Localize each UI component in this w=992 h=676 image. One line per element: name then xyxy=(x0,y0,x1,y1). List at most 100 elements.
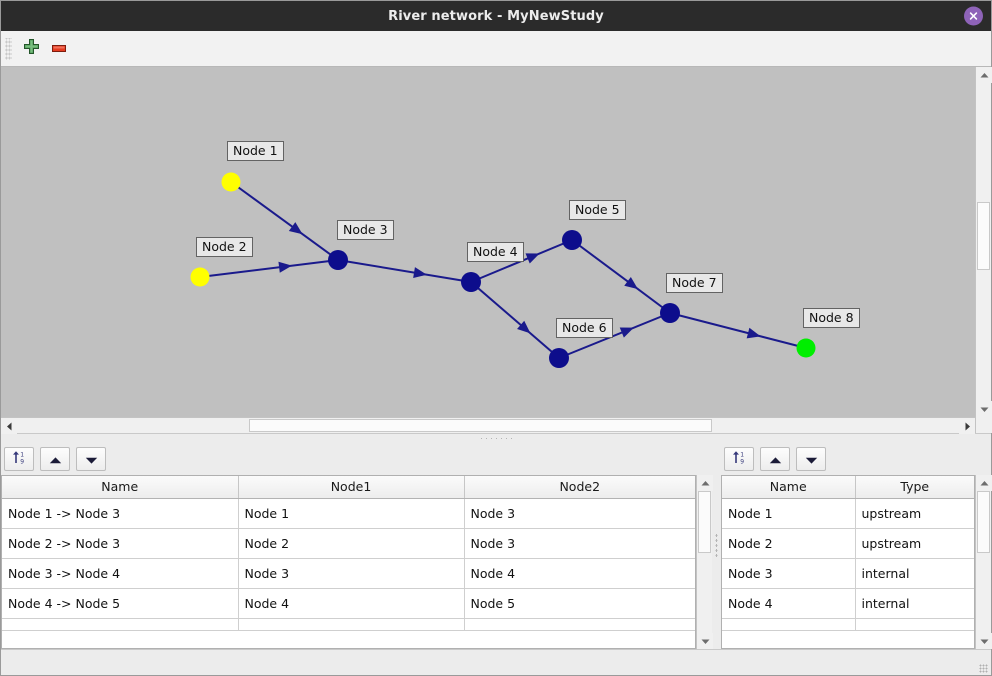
river-network-graph[interactable]: Node 1 Node 2 Node 3 Node 4 Node 5 Node 6 Node… xyxy=(1,67,975,417)
remove-node-button[interactable] xyxy=(45,35,73,63)
scroll-right-icon[interactable] xyxy=(959,418,975,434)
cell-name[interactable]: Node 4 xyxy=(722,588,856,619)
cell-type[interactable]: internal xyxy=(855,558,974,589)
graph-node-label-node-3[interactable]: Node 3 xyxy=(337,220,394,240)
cell-name[interactable]: Node 3 xyxy=(722,558,856,589)
horizontal-splitter[interactable] xyxy=(1,433,991,443)
branch-vscroll-thumb[interactable] xyxy=(698,491,711,553)
node-move-down-button[interactable] xyxy=(796,447,826,471)
scroll-up-icon[interactable] xyxy=(976,475,992,491)
cell-name[interactable]: Node 1 xyxy=(722,498,856,529)
cell-node2[interactable]: Node 3 xyxy=(464,528,695,559)
close-icon[interactable] xyxy=(964,6,983,26)
branch-column-header-node2[interactable]: Node2 xyxy=(464,476,695,499)
graph-vscroll-track[interactable] xyxy=(976,83,991,401)
node-vscroll-thumb[interactable] xyxy=(977,491,990,553)
cell-type[interactable]: upstream xyxy=(855,498,974,529)
cell-node1[interactable]: Node 2 xyxy=(238,528,465,559)
cell-type[interactable]: internal xyxy=(855,588,974,619)
graph-node-label-node-7[interactable]: Node 7 xyxy=(666,273,723,293)
node-move-up-button[interactable] xyxy=(760,447,790,471)
cell-empty[interactable] xyxy=(464,618,695,631)
cell-node2[interactable]: Node 4 xyxy=(464,558,695,589)
table-row-partial[interactable] xyxy=(2,618,695,631)
graph-hscroll-thumb[interactable] xyxy=(249,419,712,432)
scroll-up-icon[interactable] xyxy=(697,475,713,491)
graph-edge[interactable] xyxy=(558,312,671,359)
cell-name[interactable]: Node 1 -> Node 3 xyxy=(2,498,239,529)
graph-node-label-node-6[interactable]: Node 6 xyxy=(556,318,613,338)
cell-node1[interactable]: Node 3 xyxy=(238,558,465,589)
graph-node-label-node-4[interactable]: Node 4 xyxy=(467,242,524,262)
graph-node-label-node-8[interactable]: Node 8 xyxy=(803,308,860,328)
graph-node-label-node-5[interactable]: Node 5 xyxy=(569,200,626,220)
branch-move-up-button[interactable] xyxy=(40,447,70,471)
cell-type[interactable]: upstream xyxy=(855,528,974,559)
graph-node-node-2[interactable] xyxy=(190,267,210,287)
graph-edge[interactable] xyxy=(470,281,560,359)
graph-node-node-4[interactable] xyxy=(461,272,481,292)
cell-empty[interactable] xyxy=(722,618,856,631)
branch-column-header-node1[interactable]: Node1 xyxy=(238,476,465,499)
branch-move-down-button[interactable] xyxy=(76,447,106,471)
graph-edge[interactable] xyxy=(230,181,339,261)
graph-edge[interactable] xyxy=(669,312,807,349)
graph-node-node-7[interactable] xyxy=(660,303,680,323)
scroll-down-icon[interactable] xyxy=(697,633,713,649)
graph-vertical-scrollbar[interactable] xyxy=(975,67,992,433)
scroll-up-icon[interactable] xyxy=(976,67,992,83)
cell-name[interactable]: Node 2 xyxy=(722,528,856,559)
cell-node2[interactable]: Node 3 xyxy=(464,498,695,529)
cell-empty[interactable] xyxy=(855,618,974,631)
node-column-header-name[interactable]: Name xyxy=(722,476,856,499)
scroll-down-icon[interactable] xyxy=(976,633,992,649)
branch-sort-button[interactable]: 1 9 xyxy=(4,447,34,471)
graph-node-node-5[interactable] xyxy=(562,230,582,250)
cell-node1[interactable]: Node 4 xyxy=(238,588,465,619)
graph-edge[interactable] xyxy=(199,259,339,278)
scroll-left-icon[interactable] xyxy=(1,418,17,434)
graph-node-node-3[interactable] xyxy=(328,250,348,270)
graph-vscroll-thumb[interactable] xyxy=(977,202,990,270)
scroll-down-icon[interactable] xyxy=(976,401,992,417)
graph-edge[interactable] xyxy=(337,259,472,283)
cell-empty[interactable] xyxy=(238,618,465,631)
branch-vscroll-track[interactable] xyxy=(697,491,712,633)
graph-node-label-node-2[interactable]: Node 2 xyxy=(196,237,253,257)
node-table-vertical-scrollbar[interactable] xyxy=(975,475,992,649)
toolbar-drag-handle[interactable] xyxy=(5,37,12,60)
window-resize-grip-icon[interactable] xyxy=(979,664,988,673)
graph-hscroll-track[interactable] xyxy=(17,418,959,433)
graph-node-node-6[interactable] xyxy=(549,348,569,368)
vertical-splitter[interactable] xyxy=(712,443,721,649)
cell-name[interactable]: Node 2 -> Node 3 xyxy=(2,528,239,559)
node-vscroll-track[interactable] xyxy=(976,491,991,633)
graph-horizontal-scrollbar[interactable] xyxy=(1,417,975,434)
cell-empty[interactable] xyxy=(2,618,239,631)
node-sort-button[interactable]: 1 9 xyxy=(724,447,754,471)
graph-node-node-1[interactable] xyxy=(221,172,241,192)
cell-node1[interactable]: Node 1 xyxy=(238,498,465,529)
graph-node-label-node-1[interactable]: Node 1 xyxy=(227,141,284,161)
cell-name[interactable]: Node 3 -> Node 4 xyxy=(2,558,239,589)
branch-table-vertical-scrollbar[interactable] xyxy=(696,475,713,649)
node-column-header-type[interactable]: Type xyxy=(855,476,974,499)
add-node-button[interactable] xyxy=(17,35,45,63)
cell-node2[interactable]: Node 5 xyxy=(464,588,695,619)
table-row-partial[interactable] xyxy=(722,618,974,631)
branch-column-header-name[interactable]: Name xyxy=(2,476,239,499)
graph-edge[interactable] xyxy=(571,239,671,314)
cell-name[interactable]: Node 4 -> Node 5 xyxy=(2,588,239,619)
graph-node-node-8[interactable] xyxy=(796,338,816,358)
